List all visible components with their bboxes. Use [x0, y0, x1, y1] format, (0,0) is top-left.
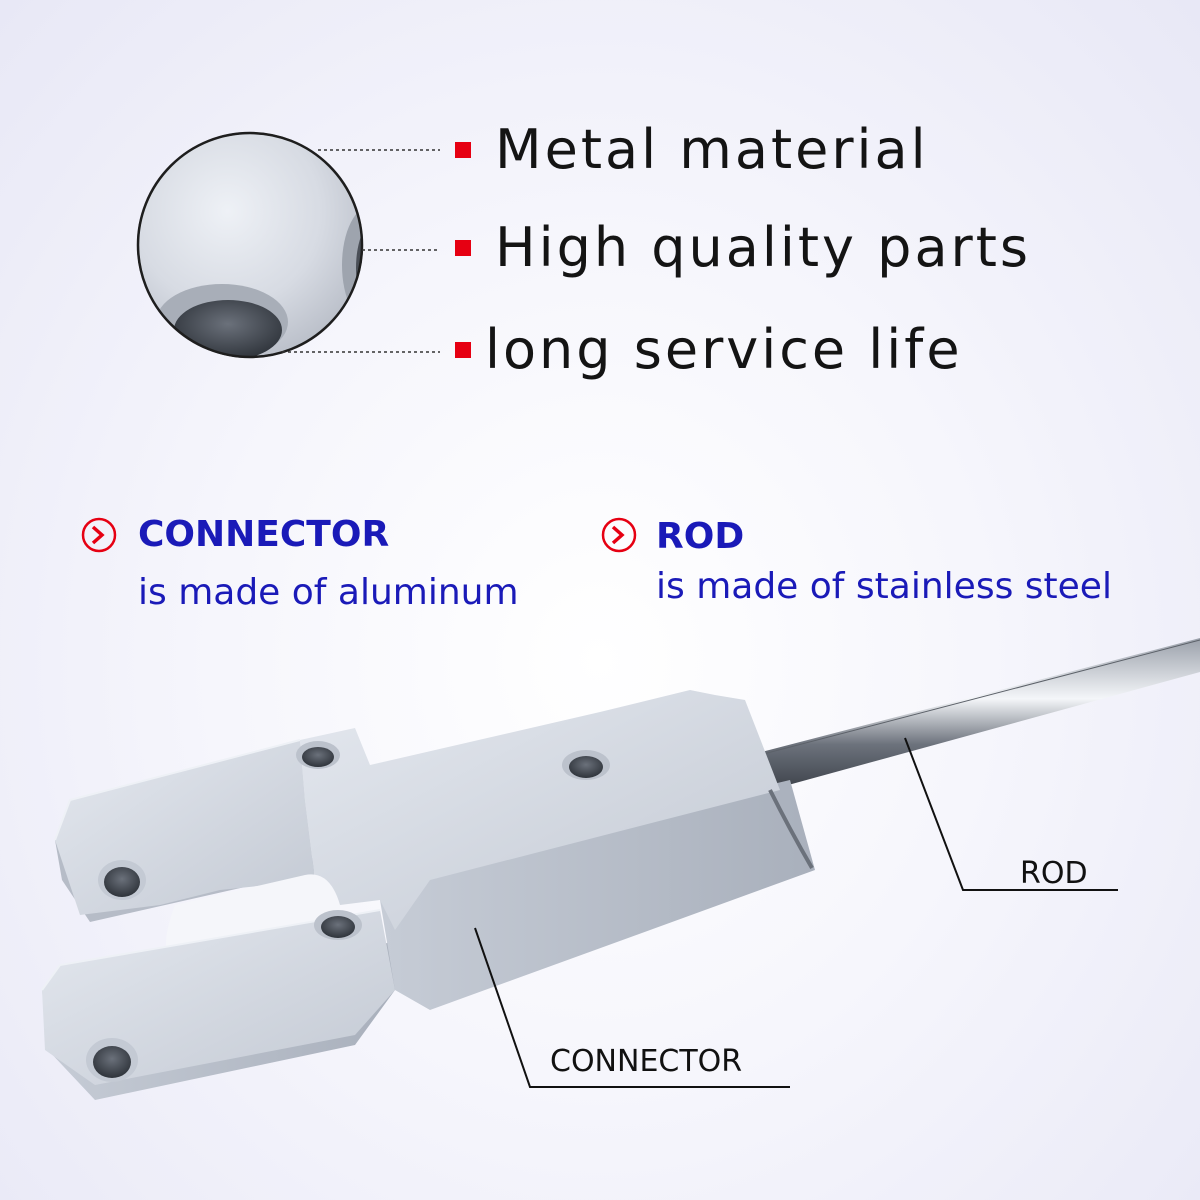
mounting-holes [86, 741, 610, 1082]
feature-long-service-life: long service life [455, 318, 963, 381]
feature-high-quality-parts: High quality parts [455, 216, 1031, 279]
connector-callout-label: CONNECTOR [550, 1044, 743, 1079]
connector-illustration [41, 690, 815, 1100]
feature-metal-material: Metal material [455, 118, 929, 181]
rod-material-description: is made of stainless steel [656, 566, 1112, 607]
rod-callout-label: ROD [1020, 856, 1088, 891]
surface-zoom-circle [136, 131, 364, 359]
chevron-right-circle-icon [81, 517, 117, 553]
connector-material-description: is made of aluminum [138, 572, 519, 613]
connector-material-title: CONNECTOR [138, 514, 390, 555]
bullet-icon [455, 341, 471, 358]
feature-label: long service life [485, 318, 963, 381]
rod-material-title: ROD [656, 516, 745, 557]
chevron-right-circle-icon [601, 517, 637, 553]
bullet-icon [455, 141, 471, 158]
feature-label: Metal material [495, 118, 929, 181]
rod-illustration [750, 638, 1200, 790]
feature-label: High quality parts [495, 216, 1032, 279]
rod-callout-line [904, 737, 1118, 891]
bullet-icon [455, 239, 471, 256]
connector-callout-line [474, 927, 790, 1088]
